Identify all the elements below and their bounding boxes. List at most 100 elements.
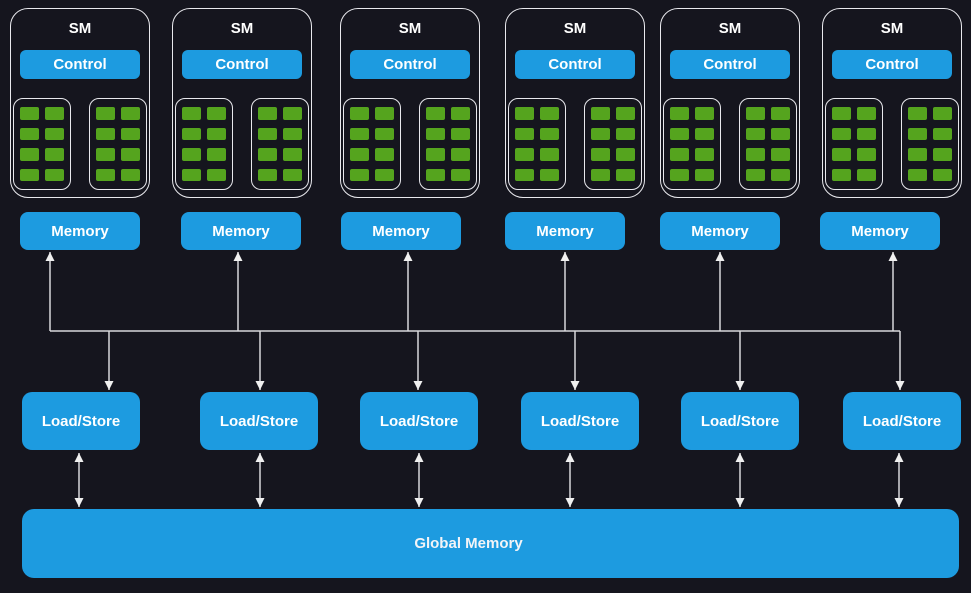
core-cell	[283, 148, 302, 161]
core-group	[584, 98, 642, 190]
sm-label: SM	[68, 20, 92, 37]
core-cell	[771, 107, 790, 120]
core-cell	[350, 127, 369, 140]
core-cell	[695, 127, 714, 140]
memory-box: Memory	[660, 212, 780, 250]
core-cell	[540, 127, 559, 140]
core-group	[343, 98, 401, 190]
sm-block: SM Control	[172, 8, 312, 198]
core-cell	[515, 127, 534, 140]
memory-box: Memory	[341, 212, 461, 250]
core-cell	[426, 127, 445, 140]
core-cell	[515, 168, 534, 181]
core-cell	[515, 107, 534, 120]
core-cell	[515, 148, 534, 161]
core-cell	[350, 107, 369, 120]
core-cell	[857, 148, 876, 161]
core-cell	[933, 168, 952, 181]
core-cell	[350, 148, 369, 161]
core-group	[13, 98, 71, 190]
core-cell	[857, 107, 876, 120]
sm-block: SM Control	[660, 8, 800, 198]
core-group	[825, 98, 883, 190]
core-cell	[375, 168, 394, 181]
core-cell	[933, 127, 952, 140]
core-group	[739, 98, 797, 190]
core-cell	[857, 168, 876, 181]
core-cell	[591, 148, 610, 161]
core-cell	[616, 148, 635, 161]
load-store-box: Load/Store	[681, 392, 799, 450]
core-cell	[258, 127, 277, 140]
load-store-box: Load/Store	[360, 392, 478, 450]
core-cell	[375, 107, 394, 120]
core-groups	[175, 98, 309, 190]
core-cell	[908, 168, 927, 181]
core-cell	[695, 107, 714, 120]
core-group	[419, 98, 477, 190]
global-memory-label: Global Memory	[414, 535, 523, 552]
core-cell	[258, 168, 277, 181]
core-cell	[283, 127, 302, 140]
core-cell	[96, 107, 115, 120]
core-cell	[771, 127, 790, 140]
core-cell	[451, 127, 470, 140]
sm-label: SM	[880, 20, 904, 37]
control-box: Control	[350, 50, 470, 79]
core-group	[663, 98, 721, 190]
core-groups	[508, 98, 642, 190]
core-cell	[933, 107, 952, 120]
memory-box: Memory	[181, 212, 301, 250]
core-cell	[182, 107, 201, 120]
core-cell	[45, 107, 64, 120]
core-cell	[908, 107, 927, 120]
core-cell	[857, 127, 876, 140]
core-cell	[283, 168, 302, 181]
core-cell	[45, 168, 64, 181]
core-cell	[207, 127, 226, 140]
core-group	[175, 98, 233, 190]
core-cell	[832, 127, 851, 140]
core-cell	[591, 168, 610, 181]
core-cell	[670, 107, 689, 120]
core-cell	[258, 107, 277, 120]
core-cell	[540, 168, 559, 181]
sm-block: SM Control	[340, 8, 480, 198]
control-box: Control	[515, 50, 635, 79]
core-groups	[663, 98, 797, 190]
core-cell	[426, 168, 445, 181]
core-cell	[695, 168, 714, 181]
core-cell	[746, 107, 765, 120]
core-cell	[182, 127, 201, 140]
core-cell	[616, 168, 635, 181]
memory-box: Memory	[20, 212, 140, 250]
core-cell	[695, 148, 714, 161]
core-cell	[670, 148, 689, 161]
core-cell	[832, 107, 851, 120]
core-groups	[825, 98, 959, 190]
core-cell	[20, 148, 39, 161]
core-cell	[540, 107, 559, 120]
core-cell	[182, 168, 201, 181]
global-memory-box: Global Memory	[22, 509, 959, 578]
core-group	[508, 98, 566, 190]
control-box: Control	[20, 50, 140, 79]
control-box: Control	[670, 50, 790, 79]
core-cell	[908, 127, 927, 140]
core-cell	[20, 127, 39, 140]
core-cell	[121, 148, 140, 161]
core-cell	[451, 148, 470, 161]
core-cell	[45, 148, 64, 161]
core-cell	[832, 168, 851, 181]
sm-block: SM Control	[10, 8, 150, 198]
control-box: Control	[832, 50, 952, 79]
core-cell	[350, 168, 369, 181]
load-store-box: Load/Store	[843, 392, 961, 450]
core-group	[251, 98, 309, 190]
load-store-box: Load/Store	[521, 392, 639, 450]
core-cell	[746, 148, 765, 161]
core-cell	[207, 168, 226, 181]
core-cell	[20, 168, 39, 181]
core-group	[89, 98, 147, 190]
